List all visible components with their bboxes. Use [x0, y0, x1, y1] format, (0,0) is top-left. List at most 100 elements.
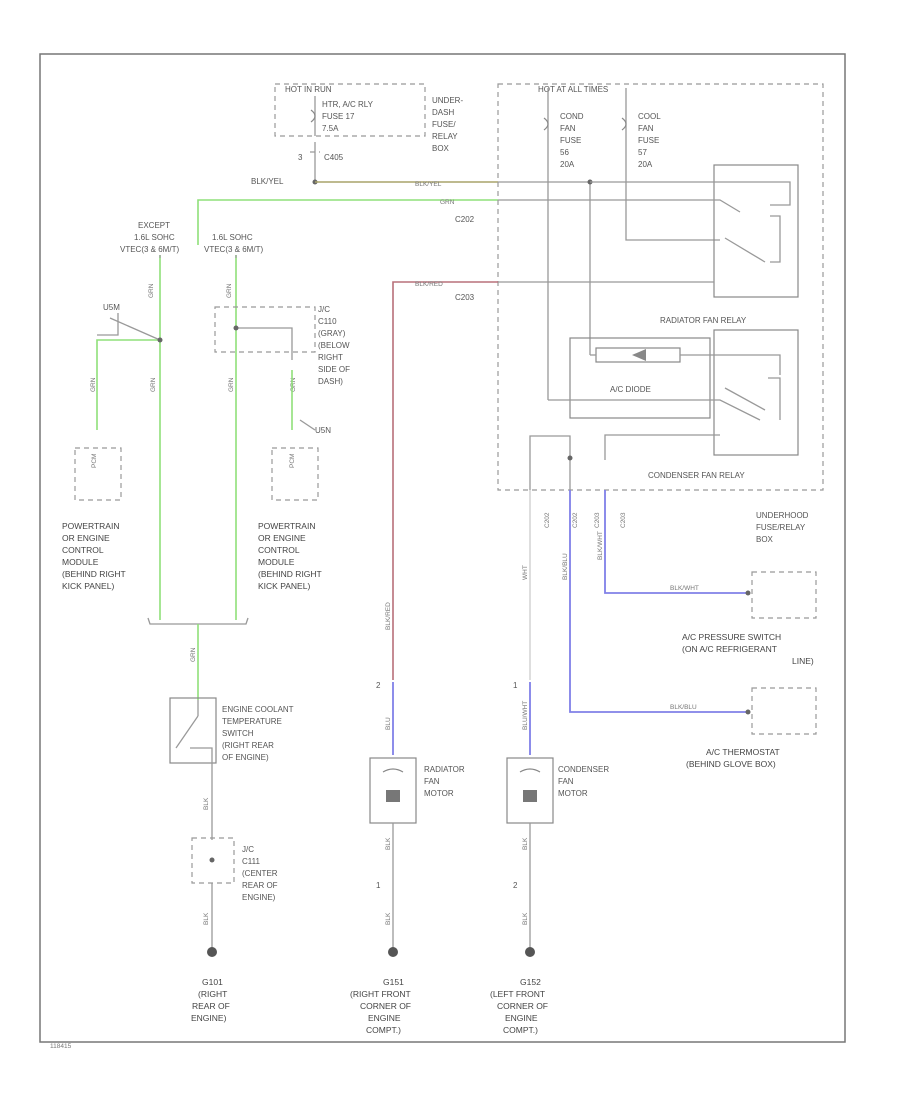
svg-text:GRN: GRN	[440, 199, 455, 206]
svg-text:(BELOW: (BELOW	[318, 341, 350, 350]
svg-text:MOTOR: MOTOR	[558, 789, 588, 798]
svg-text:57: 57	[638, 148, 647, 157]
svg-text:OR ENGINE: OR ENGINE	[258, 533, 306, 543]
svg-text:(RIGHT REAR: (RIGHT REAR	[222, 741, 274, 750]
svg-text:FUSE/: FUSE/	[432, 120, 456, 129]
svg-text:FAN: FAN	[424, 777, 440, 786]
svg-text:GRN: GRN	[90, 377, 97, 392]
svg-text:RADIATOR FAN RELAY: RADIATOR FAN RELAY	[660, 316, 747, 325]
svg-text:BLK/YEL: BLK/YEL	[415, 181, 442, 188]
svg-text:BLK/WHT: BLK/WHT	[670, 585, 699, 592]
svg-text:J/C: J/C	[318, 305, 330, 314]
svg-text:U5M: U5M	[103, 303, 120, 312]
svg-text:ENGINE: ENGINE	[505, 1013, 538, 1023]
svg-text:C203: C203	[594, 512, 601, 528]
svg-text:CONDENSER: CONDENSER	[558, 765, 609, 774]
svg-text:CONTROL: CONTROL	[62, 545, 104, 555]
svg-text:REAR OF: REAR OF	[192, 1001, 230, 1011]
svg-text:1.6L SOHC: 1.6L SOHC	[212, 233, 253, 242]
svg-text:G151: G151	[383, 977, 404, 987]
svg-text:GRN: GRN	[226, 283, 233, 298]
svg-text:(BEHIND RIGHT: (BEHIND RIGHT	[258, 569, 322, 579]
svg-text:J/C: J/C	[242, 845, 254, 854]
svg-text:COMPT.): COMPT.)	[503, 1025, 538, 1035]
svg-text:BLK: BLK	[522, 837, 529, 850]
svg-text:FAN: FAN	[560, 124, 576, 133]
underhood-fuse-relay-box: HOT AT ALL TIMES COND FAN FUSE 56 20A CO…	[455, 83, 824, 491]
svg-text:2: 2	[376, 681, 381, 690]
svg-text:20A: 20A	[560, 160, 575, 169]
svg-text:56: 56	[560, 148, 569, 157]
svg-text:A/C DIODE: A/C DIODE	[610, 385, 651, 394]
hvac-fuse-line3: 7.5A	[322, 124, 339, 133]
svg-text:PCM: PCM	[289, 454, 296, 468]
svg-text:BLK/RED: BLK/RED	[415, 281, 443, 288]
svg-text:ENGINE COOLANT: ENGINE COOLANT	[222, 705, 294, 714]
svg-text:FUSE/RELAY: FUSE/RELAY	[756, 523, 806, 532]
svg-text:(BEHIND GLOVE BOX): (BEHIND GLOVE BOX)	[686, 759, 776, 769]
svg-text:C202: C202	[572, 512, 579, 528]
svg-text:ENGINE): ENGINE)	[191, 1013, 227, 1023]
under-dash-fuse-box: HOT IN RUN HTR, A/C RLY FUSE 17 7.5A UND…	[274, 83, 463, 182]
svg-text:BLK/BLU: BLK/BLU	[670, 704, 697, 711]
svg-text:(RIGHT: (RIGHT	[198, 989, 227, 999]
svg-text:RELAY: RELAY	[432, 132, 458, 141]
svg-text:G152: G152	[520, 977, 541, 987]
blk-yel-label: BLK/YEL	[251, 177, 284, 186]
svg-text:C202: C202	[455, 215, 475, 224]
svg-text:KICK PANEL): KICK PANEL)	[62, 581, 114, 591]
svg-text:(CENTER: (CENTER	[242, 869, 278, 878]
svg-text:BOX: BOX	[756, 535, 774, 544]
svg-text:PCM: PCM	[91, 454, 98, 468]
svg-text:UNDER-: UNDER-	[432, 96, 463, 105]
svg-text:1.6L SOHC: 1.6L SOHC	[134, 233, 175, 242]
svg-text:RADIATOR: RADIATOR	[424, 765, 465, 774]
svg-text:BLK: BLK	[522, 912, 529, 925]
svg-text:SWITCH: SWITCH	[222, 729, 254, 738]
svg-text:A/C PRESSURE SWITCH: A/C PRESSURE SWITCH	[682, 632, 781, 642]
svg-text:ENGINE: ENGINE	[368, 1013, 401, 1023]
svg-text:G101: G101	[202, 977, 223, 987]
svg-text:(BEHIND RIGHT: (BEHIND RIGHT	[62, 569, 126, 579]
svg-text:CORNER OF: CORNER OF	[497, 1001, 548, 1011]
svg-text:BLK/RED: BLK/RED	[385, 602, 392, 630]
svg-text:GRN: GRN	[228, 377, 235, 392]
svg-text:GRN: GRN	[190, 647, 197, 662]
svg-text:C111: C111	[242, 857, 260, 866]
svg-text:CONTROL: CONTROL	[258, 545, 300, 555]
svg-text:(ON A/C REFRIGERANT: (ON A/C REFRIGERANT	[682, 644, 777, 654]
diagram-border	[39, 53, 846, 1043]
svg-text:WHT: WHT	[522, 565, 529, 580]
svg-text:BLK: BLK	[385, 837, 392, 850]
svg-text:POWERTRAIN: POWERTRAIN	[62, 521, 119, 531]
svg-text:EXCEPT: EXCEPT	[138, 221, 170, 230]
svg-text:BLK/WHT: BLK/WHT	[597, 531, 604, 560]
svg-text:FUSE: FUSE	[560, 136, 581, 145]
svg-text:(LEFT FRONT: (LEFT FRONT	[490, 989, 545, 999]
svg-text:OF ENGINE): OF ENGINE)	[222, 753, 269, 762]
svg-text:CORNER OF: CORNER OF	[360, 1001, 411, 1011]
svg-text:MODULE: MODULE	[62, 557, 99, 567]
svg-text:C203: C203	[455, 293, 475, 302]
svg-text:OR ENGINE: OR ENGINE	[62, 533, 110, 543]
svg-text:COND: COND	[560, 112, 584, 121]
svg-text:TEMPERATURE: TEMPERATURE	[222, 717, 282, 726]
svg-text:FAN: FAN	[558, 777, 574, 786]
svg-text:RIGHT: RIGHT	[318, 353, 343, 362]
svg-text:COMPT.): COMPT.)	[366, 1025, 401, 1035]
svg-text:VTEC(3 & 6M/T): VTEC(3 & 6M/T)	[120, 245, 179, 254]
svg-text:MOTOR: MOTOR	[424, 789, 454, 798]
svg-text:KICK PANEL): KICK PANEL)	[258, 581, 310, 591]
svg-text:GRN: GRN	[290, 377, 297, 392]
svg-text:3: 3	[298, 153, 303, 162]
svg-text:DASH: DASH	[432, 108, 454, 117]
svg-text:BOX: BOX	[432, 144, 450, 153]
svg-text:C110: C110	[318, 317, 337, 326]
svg-text:C202: C202	[544, 512, 551, 528]
svg-text:POWERTRAIN: POWERTRAIN	[258, 521, 315, 531]
svg-text:GRN: GRN	[148, 283, 155, 298]
svg-text:VTEC(3 & 6M/T): VTEC(3 & 6M/T)	[204, 245, 263, 254]
svg-text:ENGINE): ENGINE)	[242, 893, 276, 902]
svg-text:UNDERHOOD: UNDERHOOD	[756, 511, 809, 520]
